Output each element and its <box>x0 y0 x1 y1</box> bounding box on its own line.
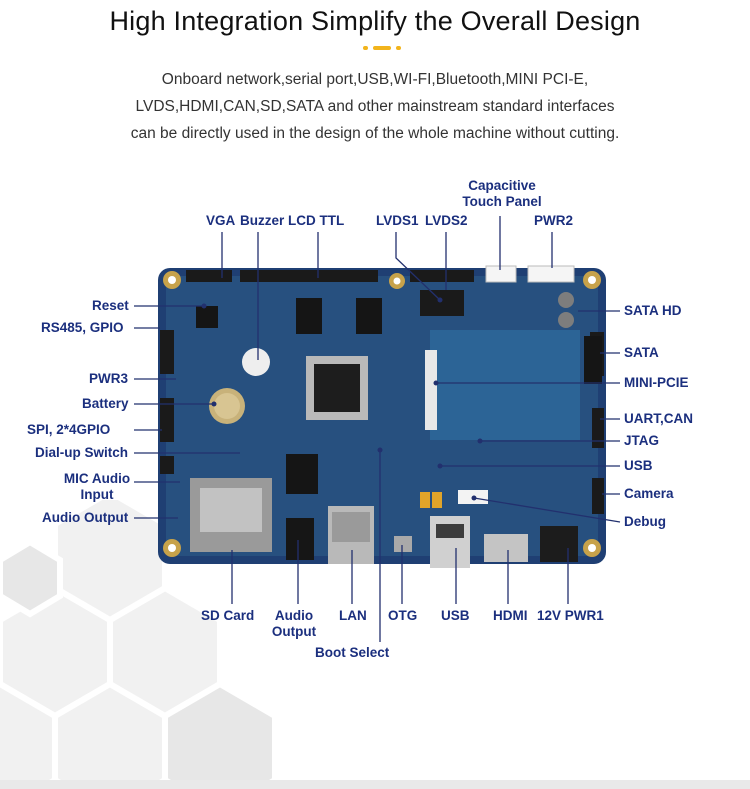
label-12v-pwr1: 12V PWR1 <box>537 608 604 623</box>
description-line: LVDS,HDMI,CAN,SD,SATA and other mainstre… <box>135 98 615 115</box>
label-sata: SATA <box>624 345 659 360</box>
label-lvds2: LVDS2 <box>425 213 468 228</box>
label-hdmi: HDMI <box>493 608 528 623</box>
callout-lines <box>134 216 621 642</box>
label-line: Touch Panel <box>462 194 542 209</box>
label-boot-select: Boot Select <box>315 645 390 660</box>
label-otg: OTG <box>388 608 418 623</box>
label-audio-output-bottom: Audio Output <box>266 608 322 640</box>
label-mini-pcie: MINI-PCIE <box>624 375 689 390</box>
label-line: Output <box>271 624 317 639</box>
label-rs485-gpio: RS485, GPIO <box>41 320 124 335</box>
hexagon-background <box>0 500 278 789</box>
label-pwr2: PWR2 <box>534 213 574 228</box>
label-line: Capacitive <box>468 178 536 193</box>
description-line: Onboard network,serial port,USB,WI-FI,Bl… <box>161 71 589 88</box>
label-lvds1: LVDS1 <box>376 213 419 228</box>
title-divider <box>363 46 403 52</box>
label-sata-hd: SATA HD <box>624 303 682 318</box>
label-camera: Camera <box>624 486 674 501</box>
label-spi-gpio: SPI, 2*4GPIO <box>27 422 111 437</box>
label-line: Input <box>80 487 114 502</box>
label-lcd-ttl: LCD TTL <box>288 213 345 228</box>
label-battery: Battery <box>82 396 129 411</box>
page-title: High Integration Simplify the Overall De… <box>109 6 641 36</box>
label-uart-can: UART,CAN <box>624 411 693 426</box>
label-jtag: JTAG <box>624 433 660 448</box>
circuit-board <box>158 265 606 568</box>
label-capacitive-touch-panel: Capacitive Touch Panel <box>456 178 548 210</box>
label-vga: VGA <box>206 213 236 228</box>
label-pwr3: PWR3 <box>89 371 129 386</box>
bottom-strip <box>0 780 750 789</box>
label-line: MIC Audio <box>63 471 131 486</box>
label-audio-output-left: Audio Output <box>42 510 129 525</box>
label-line: Audio <box>274 608 314 623</box>
label-debug: Debug <box>624 514 666 529</box>
label-reset: Reset <box>92 298 129 313</box>
label-usb-right: USB <box>624 458 653 473</box>
label-usb-bottom: USB <box>441 608 470 623</box>
callout-dots <box>201 297 483 501</box>
page-description: Onboard network,serial port,USB,WI-FI,Bl… <box>0 66 750 147</box>
label-mic-audio-input: MIC Audio Input <box>58 471 136 503</box>
label-dialup-switch: Dial-up Switch <box>35 445 129 460</box>
description-line: can be directly used in the design of th… <box>130 125 620 142</box>
label-sd-card: SD Card <box>201 608 255 623</box>
label-buzzer: Buzzer <box>240 213 285 228</box>
label-lan: LAN <box>339 608 367 623</box>
